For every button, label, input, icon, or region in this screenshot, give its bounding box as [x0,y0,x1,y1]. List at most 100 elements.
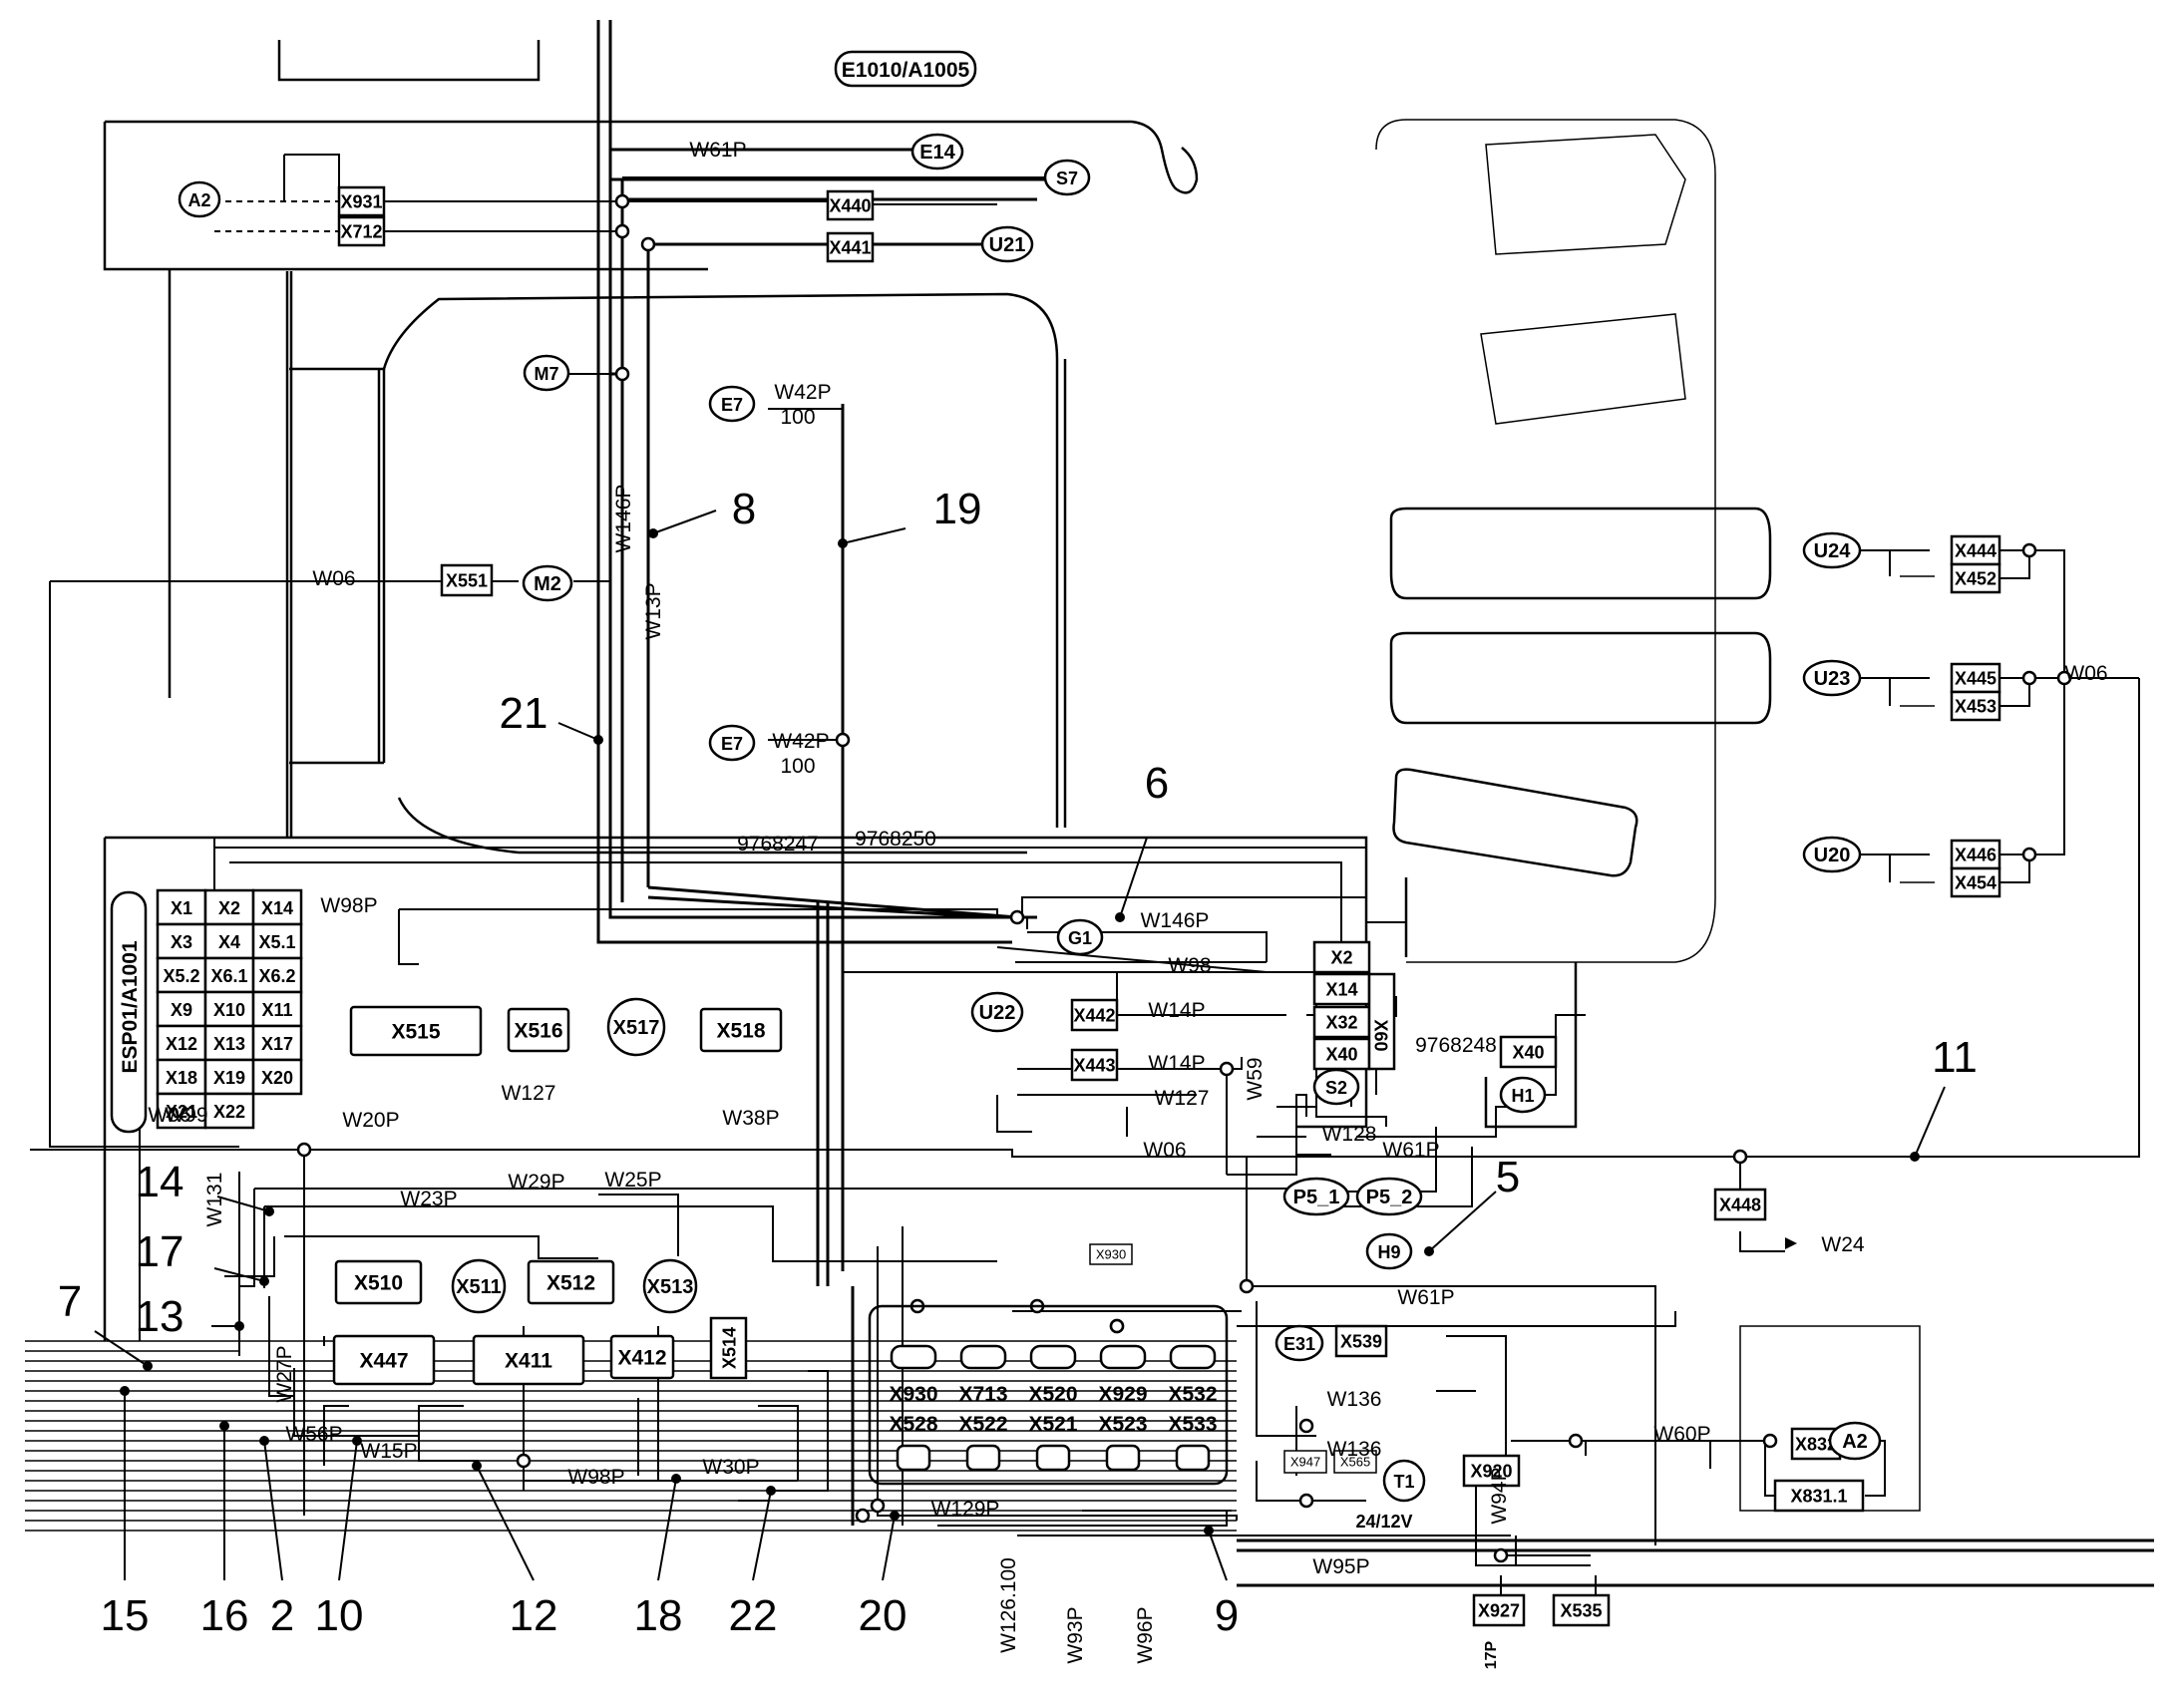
component-label: H9 [1377,1242,1400,1262]
component-e31[interactable] [1274,1324,1324,1362]
connector-x512[interactable] [527,1259,615,1305]
component-e7[interactable] [708,385,756,423]
component-h9[interactable] [1365,1232,1413,1270]
connector-x2[interactable] [1312,940,1371,974]
component-p5-1[interactable] [1282,1177,1350,1216]
wire-label: W42P [774,381,831,404]
component-h1[interactable] [1499,1076,1547,1114]
connector-x920[interactable] [1462,1454,1521,1488]
wire-label: W06 [2064,662,2107,685]
component-a2[interactable] [1828,1421,1882,1461]
connector-x927[interactable] [1472,1593,1526,1627]
connector-x930[interactable] [1089,1243,1133,1265]
connector-x412[interactable] [609,1334,675,1380]
plug-bottom-icon [1035,1444,1071,1472]
connector-label: X515 [391,1021,440,1044]
assembly-badge: E1010/A1005 [834,50,977,88]
ecu-pin-label: X21 [166,1102,197,1122]
wire-label: W60P [1653,1423,1710,1446]
component-x511[interactable] [451,1258,507,1314]
wire-label: 100 [780,406,815,429]
connector-x931[interactable] [337,185,386,217]
ecu-pin-label: X6.1 [210,966,247,986]
component-u23[interactable] [1802,659,1862,697]
ecu-pin-cell [203,1092,255,1130]
connector-x515[interactable] [349,1005,483,1057]
connector-label: X440 [829,195,871,215]
component-p5-2[interactable] [1355,1177,1423,1216]
connector-x452[interactable] [1950,562,2001,594]
connector-label: X453 [1955,696,1997,716]
t1-voltage: 24/12V [1355,1512,1412,1532]
component-s2[interactable] [1312,1068,1360,1106]
grid-connector-label: X522 [958,1413,1007,1436]
connector-x539[interactable] [1334,1324,1388,1358]
wire-label: W06 [148,1104,190,1127]
connector-label: X920 [1470,1461,1512,1481]
connector-label: X535 [1560,1600,1602,1620]
connector-x453[interactable] [1950,690,2001,722]
connector-x32[interactable] [1312,1005,1371,1039]
plug-bottom-icon [965,1444,1001,1472]
connector-x947[interactable] [1283,1450,1327,1474]
assembly-label: E1010/A1005 [842,59,970,82]
component-u21[interactable] [980,225,1034,263]
wire-label: W20P [342,1109,399,1132]
callout-number: 16 [200,1591,249,1640]
ecu-pin-cell [203,922,255,960]
component-u20[interactable] [1802,836,1862,873]
wire-label: W14P [1148,999,1205,1022]
component-x517[interactable] [606,997,666,1057]
component-e7[interactable] [708,724,756,762]
connector-x445[interactable] [1950,662,2001,694]
connector-x831-1[interactable] [1773,1479,1865,1513]
component-s7[interactable] [1043,159,1091,196]
ecu-pin-cell [251,1024,303,1062]
connector-x14[interactable] [1312,972,1371,1006]
connector-x565[interactable] [1333,1450,1377,1474]
connector-x446[interactable] [1950,839,2001,870]
component-m2[interactable] [522,564,573,602]
wire-label: W128 [1322,1123,1377,1146]
component-t1[interactable] [1382,1459,1426,1503]
connector-x448[interactable] [1713,1188,1767,1221]
component-label: A2 [1842,1431,1868,1453]
connector-x442[interactable] [1070,998,1119,1032]
ecu-pin-cell [203,956,255,994]
connector-x551[interactable] [440,563,494,597]
component-x513[interactable] [642,1258,698,1314]
connector-x454[interactable] [1950,866,2001,898]
component-a2[interactable] [178,180,221,218]
connector-x510[interactable] [334,1259,423,1305]
ecu-pin-label: X5.1 [258,932,295,952]
connector-x440[interactable] [826,189,875,221]
ecu-pin-label: X17 [261,1034,293,1054]
connector-x40[interactable] [1312,1037,1371,1071]
ecu-pin-label: X9 [171,1000,192,1020]
connector-x40[interactable] [1499,1035,1558,1069]
connector-x516[interactable] [507,1007,570,1053]
cut-label: 17P [1483,1640,1500,1669]
connector-label: X60 [1371,1019,1391,1051]
connector-x60[interactable] [1367,972,1396,1071]
connector-label: X927 [1478,1600,1520,1620]
component-e14[interactable] [910,133,964,171]
component-label: X513 [647,1276,694,1298]
connector-x411[interactable] [472,1334,585,1386]
connector-x447[interactable] [332,1334,436,1386]
callout-number: 13 [136,1292,184,1341]
component-u22[interactable] [970,991,1024,1033]
component-g1[interactable] [1056,918,1104,956]
connector-x712[interactable] [337,215,386,247]
component-u24[interactable] [1802,531,1862,569]
wire-label: W95P [1312,1555,1369,1578]
connector-x514[interactable] [709,1316,748,1380]
connector-x518[interactable] [699,1007,783,1053]
component-m7[interactable] [523,354,570,392]
connector-x443[interactable] [1070,1048,1119,1082]
connector-x441[interactable] [826,231,875,263]
wire-label: W38P [722,1107,779,1130]
connector-x535[interactable] [1552,1593,1611,1627]
